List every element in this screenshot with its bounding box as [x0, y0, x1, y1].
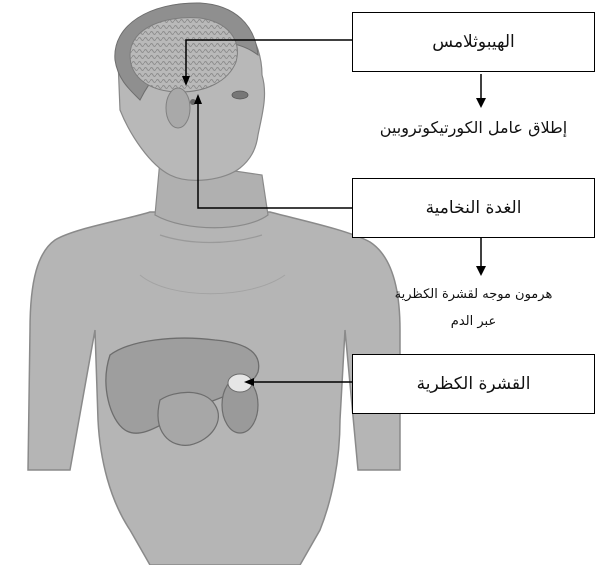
- ear: [166, 88, 190, 128]
- eye: [232, 91, 248, 99]
- adrenal-cortex-box: القشرة الكظرية: [352, 354, 595, 414]
- adrenal-cortex-label: القشرة الكظرية: [417, 374, 531, 394]
- pituitary-label: الغدة النخامية: [426, 198, 522, 218]
- hypothalamus-box: الهيبوثلامس: [352, 12, 595, 72]
- crf-release-text: إطلاق عامل الكورتيكوتروبين: [352, 118, 595, 137]
- brain: [130, 18, 237, 92]
- arrowhead-hypothalamus: [476, 98, 486, 108]
- pituitary-box: الغدة النخامية: [352, 178, 595, 238]
- acth-text-line1: هرمون موجه لقشرة الكظرية: [352, 287, 595, 302]
- arrowhead-pituitary: [476, 266, 486, 276]
- hypothalamus-label: الهيبوثلامس: [432, 32, 514, 52]
- acth-text-line2: عبر الدم: [352, 314, 595, 329]
